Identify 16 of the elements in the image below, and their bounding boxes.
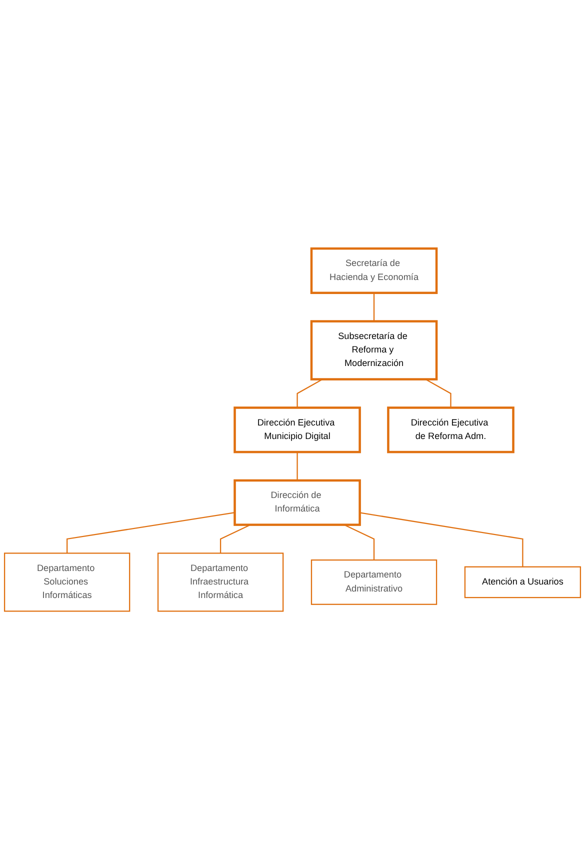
node-box: Departamento Soluciones Informáticas [4, 552, 130, 612]
node-box: Secretaría de Hacienda y Economía [310, 247, 438, 294]
node-box: Departamento Administrativo [310, 559, 438, 605]
connector [220, 524, 251, 553]
node-box: Atención a Usuarios [464, 566, 582, 598]
connector [373, 292, 375, 321]
connector [296, 452, 298, 480]
connector [360, 512, 524, 566]
connector [425, 378, 452, 408]
connector [296, 378, 323, 408]
node-box: Dirección Ejecutiva Municipio Digital [234, 406, 361, 453]
node-box: Subsecretaría de Reforma y Modernización [310, 320, 438, 380]
node-box: Departamento Infraestructura Informática [157, 552, 284, 612]
node-box: Dirección Ejecutiva de Reforma Adm. [387, 406, 514, 453]
node-box: Dirección de Informática [234, 478, 361, 526]
connector [66, 512, 235, 553]
